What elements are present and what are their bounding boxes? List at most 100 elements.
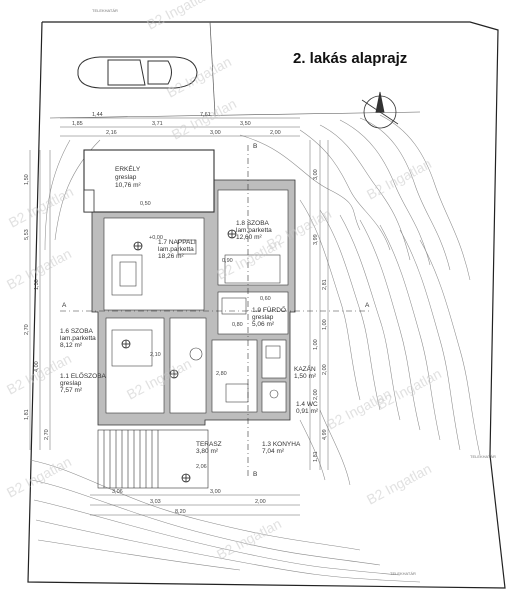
misc-dimensions: +0,00 2,06 0,50 0,90 2,10 0,80 0,60 2,80 [140,201,271,470]
dimension-text-top: 1,44 7,61 3,71 1,85 2,16 3,00 3,50 2,00 [72,112,281,136]
room-label-terasz: TERASZ 3,80 m² [196,441,222,455]
section-label-a: A [365,302,370,309]
room-label-wc: 1.4 WC 0,91 m² [296,401,319,415]
svg-text:2,70: 2,70 [24,324,30,335]
svg-text:12,60 m²: 12,60 m² [236,234,262,241]
room-label-kazan: KAZÁN 1,50 m² [294,364,317,380]
dimension-chain-top [60,117,300,137]
svg-text:2,16: 2,16 [106,130,117,136]
svg-text:1,85: 1,85 [72,121,83,127]
svg-text:3,99: 3,99 [313,234,319,245]
section-label-b: B [253,471,257,478]
dimension-text-left: 1,50 5,53 1,50 2,70 4,00 1,81 2,70 [24,174,50,440]
svg-text:1.3 KONYHA: 1.3 KONYHA [262,441,301,448]
dimension-chain-bottom [90,494,300,516]
balcony-outline [83,149,215,213]
svg-text:2,81: 2,81 [322,279,328,290]
svg-text:2,00: 2,00 [255,499,266,505]
svg-text:B2 Ingatlan: B2 Ingatlan [364,460,434,507]
svg-text:5,53: 5,53 [24,229,30,240]
svg-text:2,00: 2,00 [270,130,281,136]
svg-text:10,76 m²: 10,76 m² [115,182,141,189]
svg-text:0,90: 0,90 [222,258,233,264]
svg-text:B2 Ingatlan: B2 Ingatlan [4,453,74,500]
svg-text:3,06: 3,06 [112,489,123,495]
svg-text:1,44: 1,44 [92,112,103,118]
boundary-label: TELEKHATÁR [92,8,118,13]
svg-text:7,61: 7,61 [200,112,211,118]
svg-text:2,00: 2,00 [313,389,319,400]
svg-text:1,00: 1,00 [313,339,319,350]
svg-text:B2 Ingatlan: B2 Ingatlan [364,155,434,202]
balcony-step [83,189,95,213]
room-label-szoba-2: 1.6 SZOBA lam.parketta 8,12 m² [60,328,96,349]
room-interiors [103,189,289,414]
site-line [49,111,421,119]
svg-text:2,00: 2,00 [322,364,328,375]
svg-text:1,50: 1,50 [34,279,40,290]
dimension-text-right: 3,00 3,99 2,81 1,00 1,00 2,00 2,00 4,99 … [313,169,328,462]
svg-text:4,99: 4,99 [322,429,328,440]
room-label-eloszoba: 1.1 ELŐSZOBA greslap 7,57 m² [60,371,107,394]
svg-text:0,60: 0,60 [260,296,271,302]
boundary-label: TELEKHATÁR [390,571,416,576]
section-lines [60,145,370,478]
svg-text:3,00: 3,00 [210,489,221,495]
svg-text:7,57 m²: 7,57 m² [60,387,83,394]
room-label-furdo: 1.9 FÜRDŐ greslap 5,06 m² [252,305,286,328]
svg-text:lam.parketta: lam.parketta [60,335,96,342]
svg-text:greslap: greslap [60,380,82,387]
svg-text:+0,00: +0,00 [149,235,163,241]
svg-text:8,20: 8,20 [175,509,186,515]
room-label-konyha: 1.3 KONYHA 7,04 m² [262,441,301,455]
svg-text:2,10: 2,10 [150,352,161,358]
svg-text:1,81: 1,81 [313,451,319,462]
site-line [209,21,216,116]
svg-text:1,50: 1,50 [24,174,30,185]
svg-text:1.6 SZOBA: 1.6 SZOBA [60,328,94,335]
plan-title: 2. lakás alaprajz [293,50,408,67]
svg-text:1.9 FÜRDŐ: 1.9 FÜRDŐ [252,305,286,314]
svg-text:greslap: greslap [115,174,137,181]
svg-text:4,00: 4,00 [34,361,40,372]
svg-text:KAZÁN: KAZÁN [294,364,316,373]
svg-text:2,70: 2,70 [44,429,50,440]
dimension-text-bottom: 3,06 3,00 8,20 3,03 2,00 [112,489,266,515]
svg-text:3,00: 3,00 [210,130,221,136]
svg-text:7,04 m²: 7,04 m² [262,448,285,455]
svg-text:3,71: 3,71 [152,121,163,127]
svg-text:B2 Ingatlan: B2 Ingatlan [6,183,76,230]
lot-boundary [27,21,506,589]
svg-text:1.7 NAPPALI: 1.7 NAPPALI [158,239,196,246]
svg-text:1,00: 1,00 [322,319,328,330]
svg-text:2,06: 2,06 [196,464,207,470]
room-label-erkely: ERKÉLY greslap 10,76 m² [115,164,141,189]
terrace-stairs [97,429,209,489]
light-markers [121,229,237,483]
dimension-chain-left [29,150,51,450]
boundary-label: TELEKHATÁR [470,454,496,459]
svg-text:0,80: 0,80 [232,322,243,328]
svg-text:lam.parketta: lam.parketta [158,246,194,253]
svg-text:lam.parketta: lam.parketta [236,227,272,234]
svg-text:0,91 m²: 0,91 m² [296,408,319,415]
room-label-nappali: 1.7 NAPPALI lam.parketta 18,26 m² [158,239,196,260]
svg-text:TERASZ: TERASZ [196,441,222,448]
section-label-b: B [253,143,257,150]
svg-text:3,03: 3,03 [150,499,161,505]
car-icon [77,56,198,89]
svg-text:B2 Ingatlan: B2 Ingatlan [214,515,284,562]
section-label-a: A [62,302,67,309]
svg-text:0,50: 0,50 [140,201,151,207]
svg-text:1.1 ELŐSZOBA: 1.1 ELŐSZOBA [60,371,107,380]
dimension-chain-right [309,140,329,470]
north-arrow-icon [361,91,399,129]
svg-text:1,81: 1,81 [24,409,30,420]
svg-text:3,50: 3,50 [240,121,251,127]
svg-text:1,50 m²: 1,50 m² [294,373,317,380]
svg-text:1.8 SZOBA: 1.8 SZOBA [236,220,270,227]
svg-text:greslap: greslap [252,314,274,321]
svg-text:ERKÉLY: ERKÉLY [115,164,141,173]
svg-text:5,06 m²: 5,06 m² [252,321,275,328]
